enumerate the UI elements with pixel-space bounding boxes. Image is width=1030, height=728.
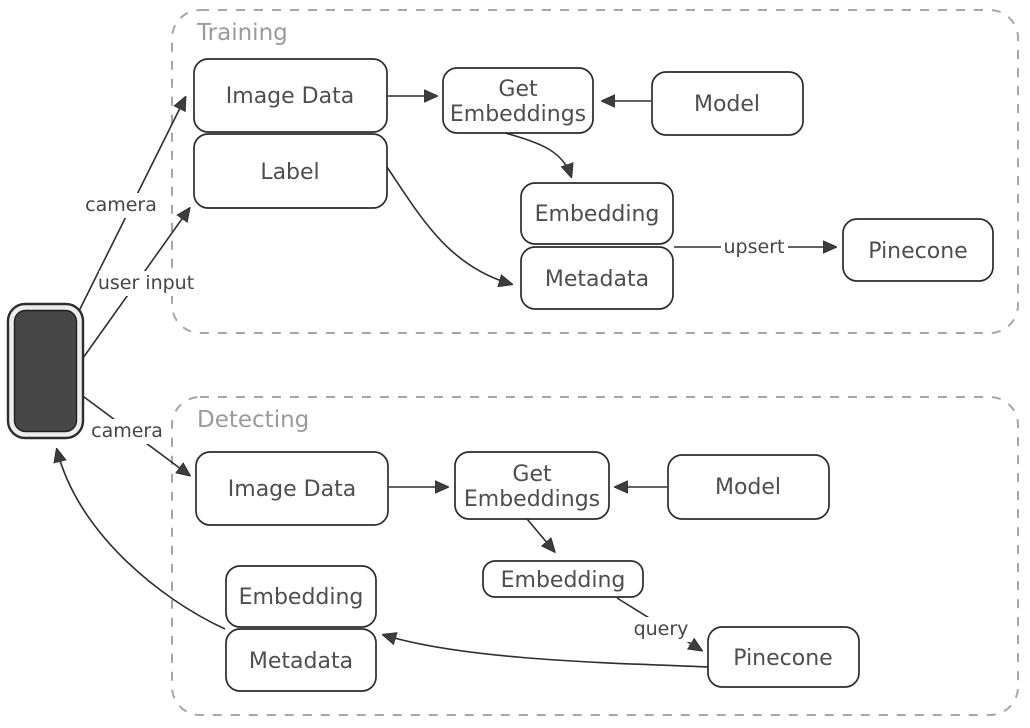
detecting-image-data-box	[195, 451, 389, 526]
camera-training-label: camera	[85, 194, 157, 216]
arrow-detecting-pinecone-to-metadata	[384, 635, 711, 668]
detecting-image-data-text: Image Data	[228, 477, 356, 502]
arrow-detecting-get-embeddings-to-embedding	[526, 518, 554, 551]
training-model-box	[651, 71, 804, 136]
detecting-metadata-box	[225, 628, 377, 692]
upsert-label: upsert	[724, 236, 785, 258]
user-input-label-bg	[99, 271, 193, 296]
detecting-section-container	[171, 396, 1019, 716]
training-metadata-box	[520, 246, 674, 310]
node-training-label: Label	[193, 133, 388, 209]
node-detecting-embedding-result: Embedding	[482, 560, 644, 598]
detecting-embedding-text: Embedding	[239, 585, 364, 610]
arrow-training-get-embeddings-to-embedding	[504, 132, 571, 176]
detecting-embedding-result-text: Embedding	[501, 568, 626, 593]
mobile-device-icon	[6, 302, 85, 440]
query-label-bg	[630, 617, 692, 642]
detecting-section-title: Detecting	[197, 407, 309, 433]
node-training-metadata: Metadata	[520, 246, 674, 310]
node-training-embedding: Embedding	[520, 182, 674, 245]
training-embedding-box	[520, 182, 674, 245]
detecting-get-embeddings-text-line2: Embeddings	[464, 487, 600, 512]
detecting-metadata-text: Metadata	[249, 649, 353, 674]
node-training-get-embeddings: Get Embeddings	[442, 67, 594, 134]
phone-screen	[13, 309, 78, 433]
detecting-embedding-result-box	[482, 560, 644, 598]
training-label-box	[193, 133, 388, 209]
detecting-pinecone-box	[707, 626, 860, 688]
training-label-text: Label	[260, 160, 319, 185]
node-detecting-embedding: Embedding	[225, 565, 377, 628]
node-training-pinecone: Pinecone	[842, 218, 994, 282]
node-detecting-pinecone: Pinecone	[707, 626, 860, 688]
training-image-data-text: Image Data	[226, 84, 354, 109]
node-detecting-get-embeddings: Get Embeddings	[454, 451, 610, 520]
detecting-model-box	[667, 454, 830, 520]
camera-detecting-label: camera	[91, 420, 163, 442]
training-section-title: Training	[196, 20, 288, 46]
arrow-label-to-training-metadata	[386, 166, 511, 284]
detecting-get-embeddings-box	[454, 451, 610, 520]
edges	[57, 96, 835, 668]
training-model-text: Model	[694, 92, 760, 117]
upsert-label-bg	[721, 235, 788, 260]
node-detecting-image-data: Image Data	[195, 451, 389, 526]
training-embedding-text: Embedding	[535, 202, 660, 227]
node-detecting-metadata: Metadata	[225, 628, 377, 692]
camera-detecting-label-bg	[93, 419, 161, 444]
training-get-embeddings-box	[442, 67, 594, 134]
detecting-model-text: Model	[715, 475, 781, 500]
arrow-detecting-metadata-to-phone	[57, 450, 226, 630]
detecting-pinecone-text: Pinecone	[733, 646, 832, 671]
query-label: query	[634, 618, 689, 640]
camera-training-label-bg	[87, 193, 155, 218]
training-get-embeddings-text-line1: Get	[498, 77, 538, 102]
node-training-model: Model	[651, 71, 804, 136]
node-detecting-model: Model	[667, 454, 830, 520]
detecting-embedding-box	[225, 565, 377, 628]
training-metadata-text: Metadata	[545, 267, 649, 292]
node-training-image-data: Image Data	[193, 58, 388, 133]
training-section-container	[171, 9, 1019, 334]
edge-labels: camera user input camera upsert query	[85, 193, 788, 642]
training-image-data-box	[193, 58, 388, 133]
user-input-label: user input	[98, 272, 194, 294]
training-pinecone-text: Pinecone	[868, 239, 967, 264]
training-get-embeddings-text-line2: Embeddings	[450, 102, 586, 127]
detecting-get-embeddings-text-line1: Get	[512, 462, 552, 487]
training-pinecone-box	[842, 218, 994, 282]
